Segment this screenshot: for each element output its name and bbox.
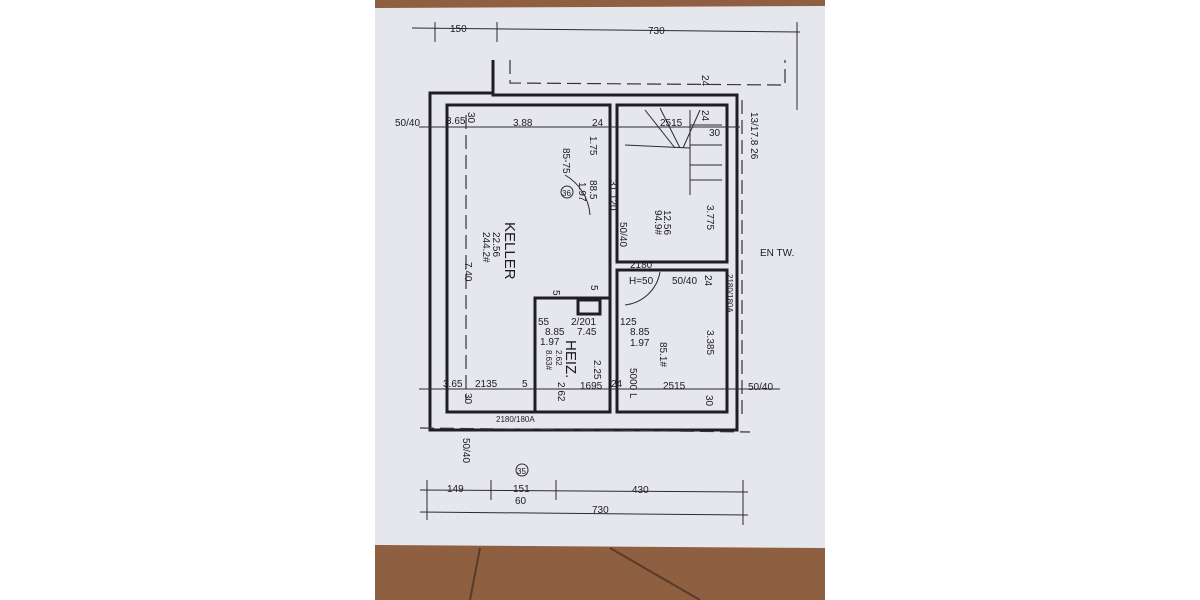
dimension-label: EN TW.: [760, 248, 794, 259]
dimension-label: 2180: [630, 260, 653, 271]
paper-sheet: [375, 6, 825, 548]
dimension-label: 1.97: [576, 182, 587, 202]
dimension-label: 24: [611, 379, 623, 390]
dimension-label: 31 120: [607, 180, 618, 211]
dimension-label: 8.63#: [544, 350, 553, 371]
dimension-label: 8.85: [630, 327, 650, 338]
dimension-label: 85-75: [560, 148, 571, 174]
dimension-label: 30: [462, 393, 473, 405]
dimension-label: 1.97: [540, 337, 560, 348]
dimension-label: 12.56: [661, 210, 672, 235]
dimension-label: 730: [648, 26, 665, 37]
dimension-label: 88.5: [587, 180, 598, 200]
dimension-label: 50/40: [460, 438, 471, 463]
dimension-label: 2/201: [571, 317, 596, 328]
dimension-label: 2180/180A: [725, 274, 734, 313]
dimension-label: 2.62: [555, 382, 566, 402]
dimension-label: 151: [513, 484, 530, 495]
dimension-label: 24: [592, 118, 604, 129]
staircase: [624, 107, 722, 195]
dimension-label: 24: [699, 75, 710, 87]
dimension-label: 5: [550, 290, 561, 296]
dimension-label: 24: [702, 275, 713, 287]
dimension-label: 30: [703, 395, 714, 407]
dimension-label: 30: [709, 128, 721, 139]
dimension-label: 3.65: [446, 116, 466, 127]
dimension-label: 35: [517, 467, 526, 476]
dimension-label: 2515: [660, 118, 683, 129]
dimension-label: KELLER: [501, 222, 518, 280]
dimension-label: 50/40: [617, 222, 628, 247]
dimension-label: 7.45: [577, 327, 597, 338]
dimension-label: 94.9#: [652, 210, 663, 235]
dimension-label: 36: [562, 189, 571, 198]
door-swing: [564, 174, 591, 216]
annotations: 150 730 24 50/40 3.65 30 3.88 24 2515 24…: [395, 24, 794, 516]
dimension-label: 3.88: [513, 118, 533, 129]
dimension-label: 730: [592, 505, 609, 516]
dimension-label: H=50: [629, 276, 654, 287]
dimension-label: 150: [450, 24, 467, 35]
dimension-label: 3.385: [704, 330, 715, 355]
dimension-label: 30: [465, 112, 476, 124]
dimension-label: 60: [515, 496, 527, 507]
dimension-label: 3.775: [704, 205, 715, 230]
dimension-label: HEIZ.: [562, 340, 579, 378]
dimension-label: 3.65: [443, 379, 463, 390]
dimension-label: 2.25: [591, 360, 602, 380]
dimension-label: 22.56: [490, 232, 501, 257]
dimension-label: 7.40: [462, 262, 473, 282]
dimension-label: 55: [538, 317, 550, 328]
dimension-label: 85.1#: [657, 342, 668, 367]
dimension-label: 1695: [580, 381, 603, 392]
dimension-label: 50/40: [672, 276, 697, 287]
dimension-label: 149: [447, 484, 464, 495]
dimension-label: 125: [620, 317, 637, 328]
dimension-label: 244.2#: [480, 232, 491, 263]
dimension-label: 24: [699, 110, 710, 122]
dimension-label: 2180/180A: [496, 415, 535, 424]
dimension-label: 50/40: [748, 382, 773, 393]
dimension-label: 5: [588, 285, 599, 291]
dimension-label: 2135: [475, 379, 498, 390]
dimension-label: 1.97: [630, 338, 650, 349]
dimension-label: 2.62: [554, 350, 563, 366]
dimension-label: 1.75: [587, 136, 598, 156]
dimension-label: 50/40: [395, 118, 420, 129]
walls: [411, 22, 801, 525]
dimension-label: 5000 L: [627, 368, 638, 399]
chimney: [576, 298, 602, 316]
dimension-label: 430: [632, 485, 649, 496]
dimension-label: 2515: [663, 381, 686, 392]
dimension-label: 5: [522, 379, 528, 390]
dimension-label: 8.85: [545, 327, 565, 338]
dimension-label: 13/17.8 26: [748, 112, 759, 160]
door-swing: [624, 271, 661, 306]
